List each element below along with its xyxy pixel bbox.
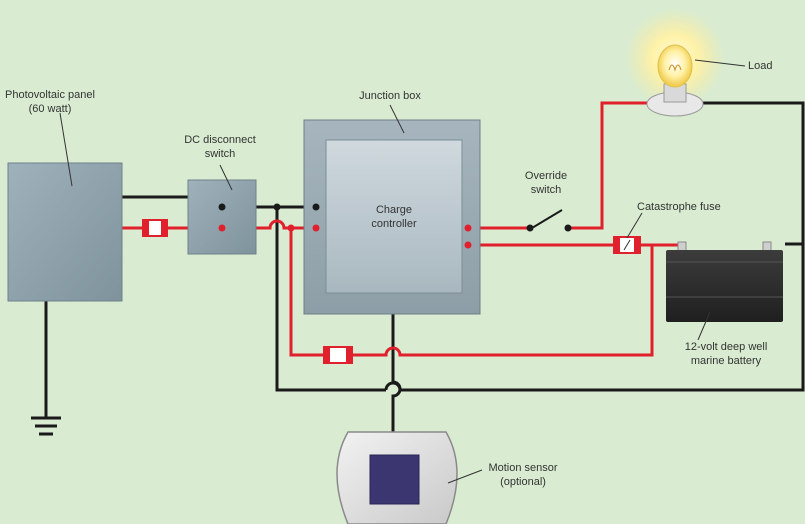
battery-label-line2: marine battery: [691, 355, 762, 367]
sensor-screen: [369, 454, 420, 505]
motion-sensor-label-line2: (optional): [500, 476, 546, 488]
ground-icon: [31, 416, 61, 436]
load-return-wire: [695, 101, 805, 244]
negative-bus-right: [400, 242, 805, 392]
negative-bus-left: [275, 207, 386, 392]
battery-sense-fuse: [323, 346, 353, 364]
battery-sense-wire-b: [352, 245, 654, 357]
dc-disconnect-switch: [187, 179, 257, 255]
battery-icon: [666, 241, 783, 322]
battery-leader: [697, 311, 711, 341]
dc-switch-label-line2: switch: [205, 148, 236, 160]
pv-panel-leader: [59, 112, 73, 187]
pv-panel-label-line1: Photovoltaic panel: [5, 89, 95, 101]
junction-box-label: Junction box: [359, 90, 421, 102]
override-switch-label-line1: Override: [525, 170, 567, 182]
override-switch-label-line2: switch: [531, 184, 562, 196]
override-switch: [526, 209, 572, 232]
motion-sensor-label-line1: Motion sensor: [488, 462, 557, 474]
charge-controller-label-line2: controller: [371, 218, 417, 230]
charge-controller-label-line1: Charge: [376, 204, 412, 216]
sensor-wire-hop: [384, 381, 402, 391]
dc-switch-leader: [219, 164, 233, 191]
photovoltaic-panel: [7, 162, 123, 302]
fuse-leader: [626, 212, 643, 239]
battery-sense-wire-a: [289, 228, 324, 357]
charge-controller: [325, 139, 463, 294]
load-leader: [694, 59, 746, 67]
pv-positive-wire-b: [167, 219, 316, 230]
battery-label-line1: 12-volt deep well: [685, 341, 768, 353]
load-label: Load: [748, 60, 772, 72]
terminal-dots: [218, 203, 472, 249]
junction-box-leader: [389, 104, 405, 134]
lamp-icon: [646, 44, 704, 117]
motion-sensor: [336, 431, 458, 524]
dc-switch-label-line1: DC disconnect: [184, 134, 256, 146]
pv-fuse: [142, 219, 168, 237]
catastrophe-fuse-label: Catastrophe fuse: [637, 201, 721, 213]
load-feed-wire-b: [570, 101, 655, 230]
pv-panel-label-line2: (60 watt): [29, 103, 72, 115]
catastrophe-fuse: [613, 236, 641, 254]
sensor-leader: [447, 469, 483, 484]
